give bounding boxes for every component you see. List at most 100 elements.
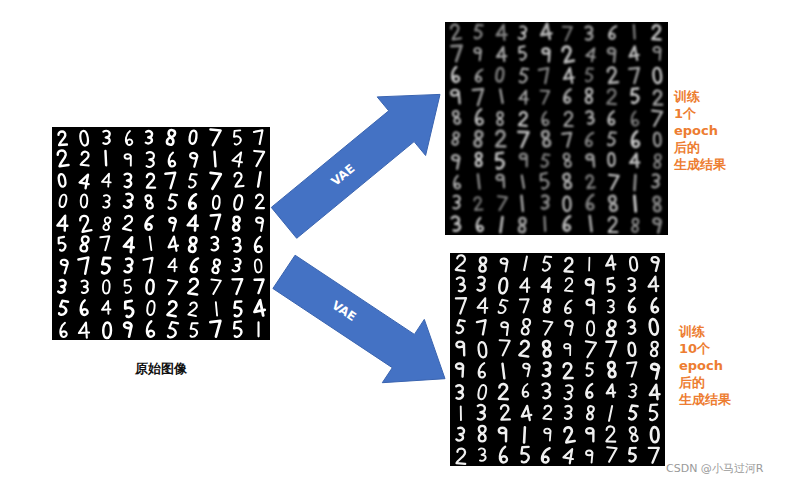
digit-stroke: [167, 301, 178, 316]
digit-stroke: [502, 364, 504, 379]
digit-stroke: [479, 448, 486, 461]
digit-stroke: [254, 237, 262, 253]
digit-stroke: [498, 278, 508, 294]
digit-stroke: [80, 236, 89, 252]
digit-stroke: [519, 90, 528, 103]
digit-stroke: [166, 280, 177, 295]
digit-stroke: [628, 278, 635, 291]
digit-stroke: [629, 298, 636, 312]
digit-stroke: [563, 448, 575, 464]
digit-stroke: [543, 341, 551, 357]
digit-stroke: [57, 216, 67, 231]
digit-stroke: [453, 176, 461, 189]
digit-stroke: [649, 384, 660, 399]
digit-stroke: [453, 196, 460, 209]
digit-stroke: [456, 427, 464, 441]
digit-stroke: [211, 215, 222, 230]
digit-stroke: [497, 112, 503, 125]
digit-stroke: [212, 259, 221, 274]
digit-stroke: [606, 447, 617, 462]
digit-stroke: [189, 174, 197, 188]
digit-stroke: [629, 384, 637, 398]
digit-stroke: [479, 257, 486, 272]
digit-stroke: [81, 151, 90, 165]
digit-stroke: [607, 278, 616, 292]
digit-stroke: [564, 320, 573, 335]
digit-stroke: [629, 405, 638, 420]
digit-stroke: [450, 67, 459, 82]
digit-stroke: [456, 385, 463, 399]
digit-stroke: [563, 196, 571, 211]
digit-stroke: [257, 322, 259, 336]
digit-stroke: [633, 175, 637, 190]
digit-stroke: [456, 341, 465, 356]
digit-stroke: [166, 130, 175, 146]
digit-stroke: [167, 236, 179, 252]
digit-stroke: [584, 341, 596, 358]
digit-stroke: [168, 217, 177, 230]
digit-stroke: [496, 68, 505, 82]
digit-stroke: [452, 216, 461, 231]
digit-stroke: [586, 428, 595, 442]
digit-stroke: [102, 258, 110, 274]
digit-stroke: [79, 300, 88, 315]
digit-stroke: [496, 174, 505, 188]
digit-stroke: [103, 280, 110, 294]
digit-stroke: [543, 217, 546, 231]
digit-stroke: [456, 363, 464, 377]
digit-stroke: [608, 111, 614, 124]
digit-stroke: [475, 109, 483, 125]
panel-caption: 原始图像: [135, 360, 187, 377]
digit-stroke: [543, 362, 551, 376]
digit-stroke: [629, 257, 638, 271]
digit-stroke: [478, 174, 480, 188]
digit-stroke: [521, 196, 522, 211]
digit-stroke: [564, 385, 573, 400]
digit-stroke: [234, 321, 243, 337]
digit-stroke: [586, 299, 595, 313]
digit-stroke: [499, 427, 508, 441]
digit-stroke: [210, 280, 221, 295]
digit-stroke: [79, 173, 90, 188]
digit-stroke: [124, 280, 132, 294]
digit-stroke: [609, 196, 618, 212]
digit-stroke: [168, 322, 178, 338]
digit-stroke: [81, 280, 87, 293]
digit-stroke: [451, 46, 462, 62]
digit-stroke: [188, 215, 199, 230]
digit-stroke: [520, 299, 529, 312]
digit-stroke: [189, 237, 197, 252]
digit-stroke: [586, 154, 595, 168]
digit-grid-image: [450, 253, 665, 466]
digit-stroke: [564, 89, 571, 103]
digit-stroke: [605, 255, 616, 270]
digit-stroke: [474, 131, 483, 147]
digit-stroke: [495, 153, 504, 169]
digit-stroke: [608, 362, 616, 378]
digit-stroke: [588, 258, 590, 271]
digit-stroke: [59, 301, 68, 316]
digit-stroke: [188, 278, 199, 294]
digit-stroke: [563, 153, 571, 167]
digit-stroke: [539, 68, 551, 84]
digit-stroke: [147, 174, 155, 188]
digit-grid-image: [445, 22, 668, 235]
digit-stroke: [253, 300, 266, 317]
digit-stroke: [102, 173, 112, 187]
digit-stroke: [145, 321, 154, 337]
digit-stroke: [146, 152, 153, 167]
digit-stroke: [254, 130, 265, 144]
digit-stroke: [518, 26, 526, 39]
digit-stroke: [590, 216, 592, 231]
digit-stroke: [233, 130, 241, 144]
digit-stroke: [475, 218, 483, 232]
digit-stroke: [496, 25, 507, 40]
digit-stroke: [608, 48, 615, 62]
digit-stroke: [78, 322, 89, 338]
digit-stroke: [631, 131, 639, 147]
digit-stroke: [232, 279, 242, 294]
digit-stroke: [479, 363, 486, 377]
digit-stroke: [103, 217, 111, 231]
digit-stroke: [234, 172, 243, 186]
